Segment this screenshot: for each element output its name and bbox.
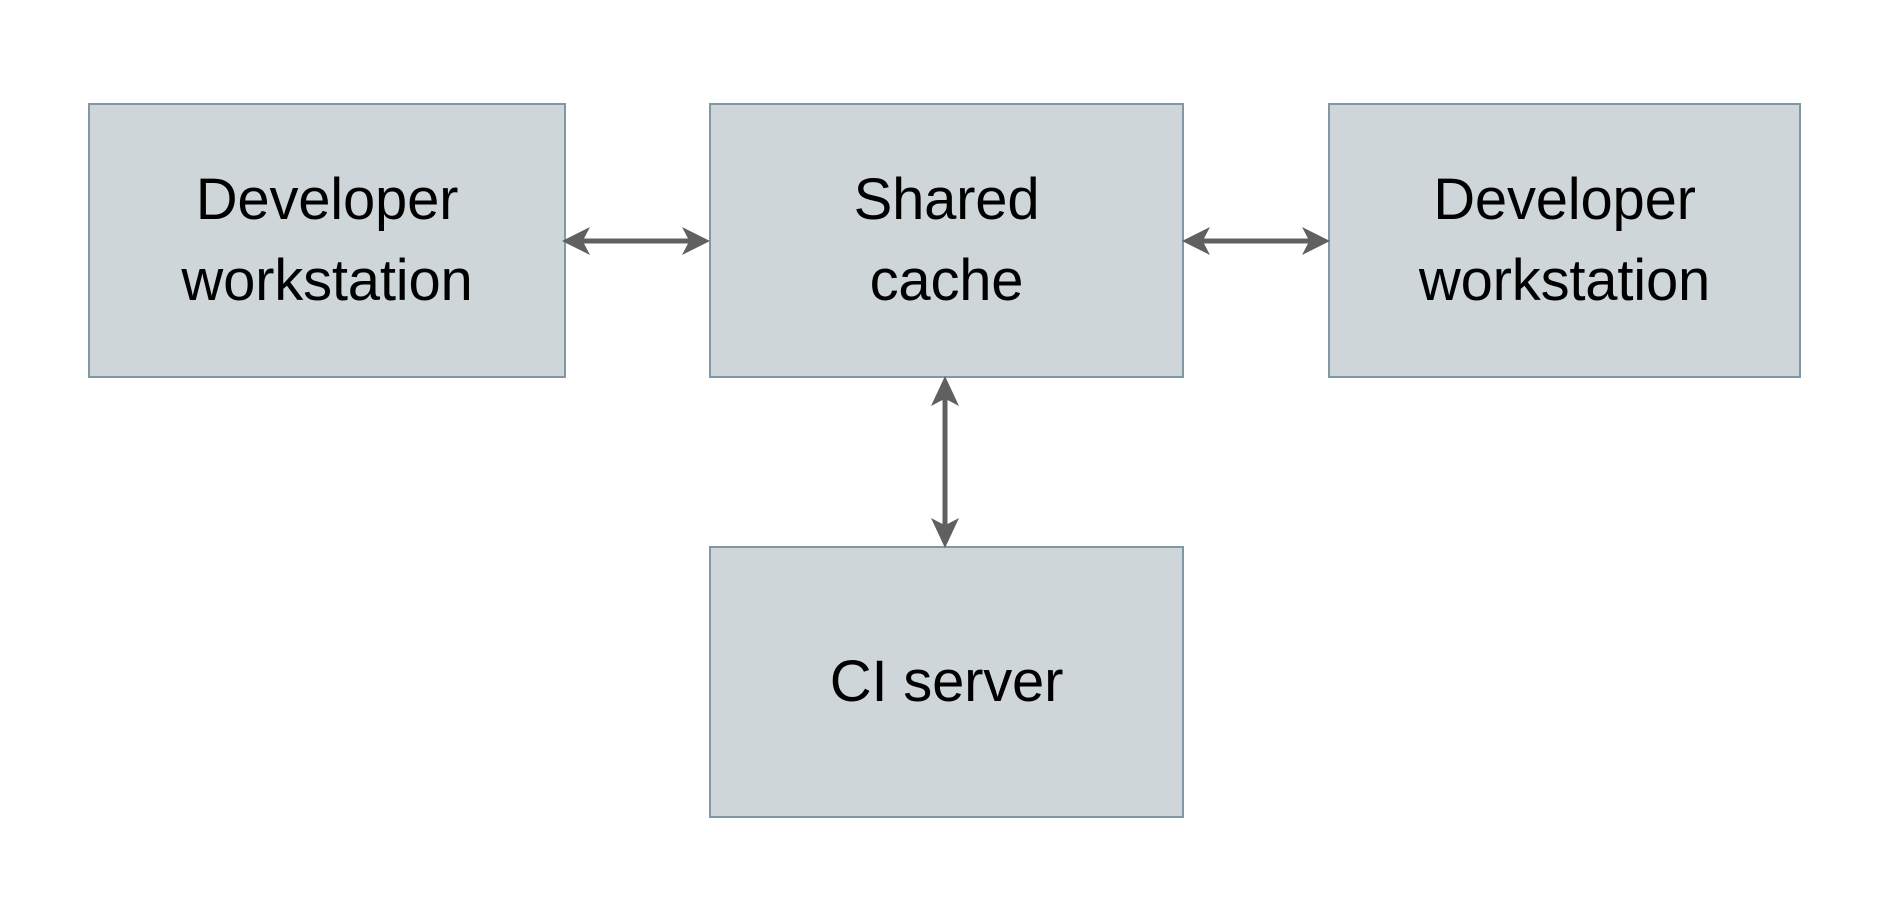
node-shared-cache[interactable]: Shared cache (709, 103, 1184, 378)
node-label: Developer workstation (1418, 167, 1711, 313)
node-label: CI server (829, 648, 1064, 714)
node-developer-workstation-left[interactable]: Developer workstation (88, 103, 566, 378)
node-label: Developer workstation (181, 167, 473, 313)
double-arrow-horizontal-icon (562, 227, 710, 255)
node-developer-workstation-right[interactable]: Developer workstation (1328, 103, 1801, 378)
node-label: Shared cache (853, 167, 1040, 313)
double-arrow-vertical-icon (931, 376, 959, 548)
edge-shared-cache-to-ci-server[interactable] (922, 372, 968, 552)
double-arrow-horizontal-icon (1182, 227, 1330, 255)
edge-developer-left-to-shared-cache[interactable] (560, 218, 712, 264)
edge-shared-cache-to-developer-right[interactable] (1178, 218, 1334, 264)
node-ci-server[interactable]: CI server (709, 546, 1184, 818)
